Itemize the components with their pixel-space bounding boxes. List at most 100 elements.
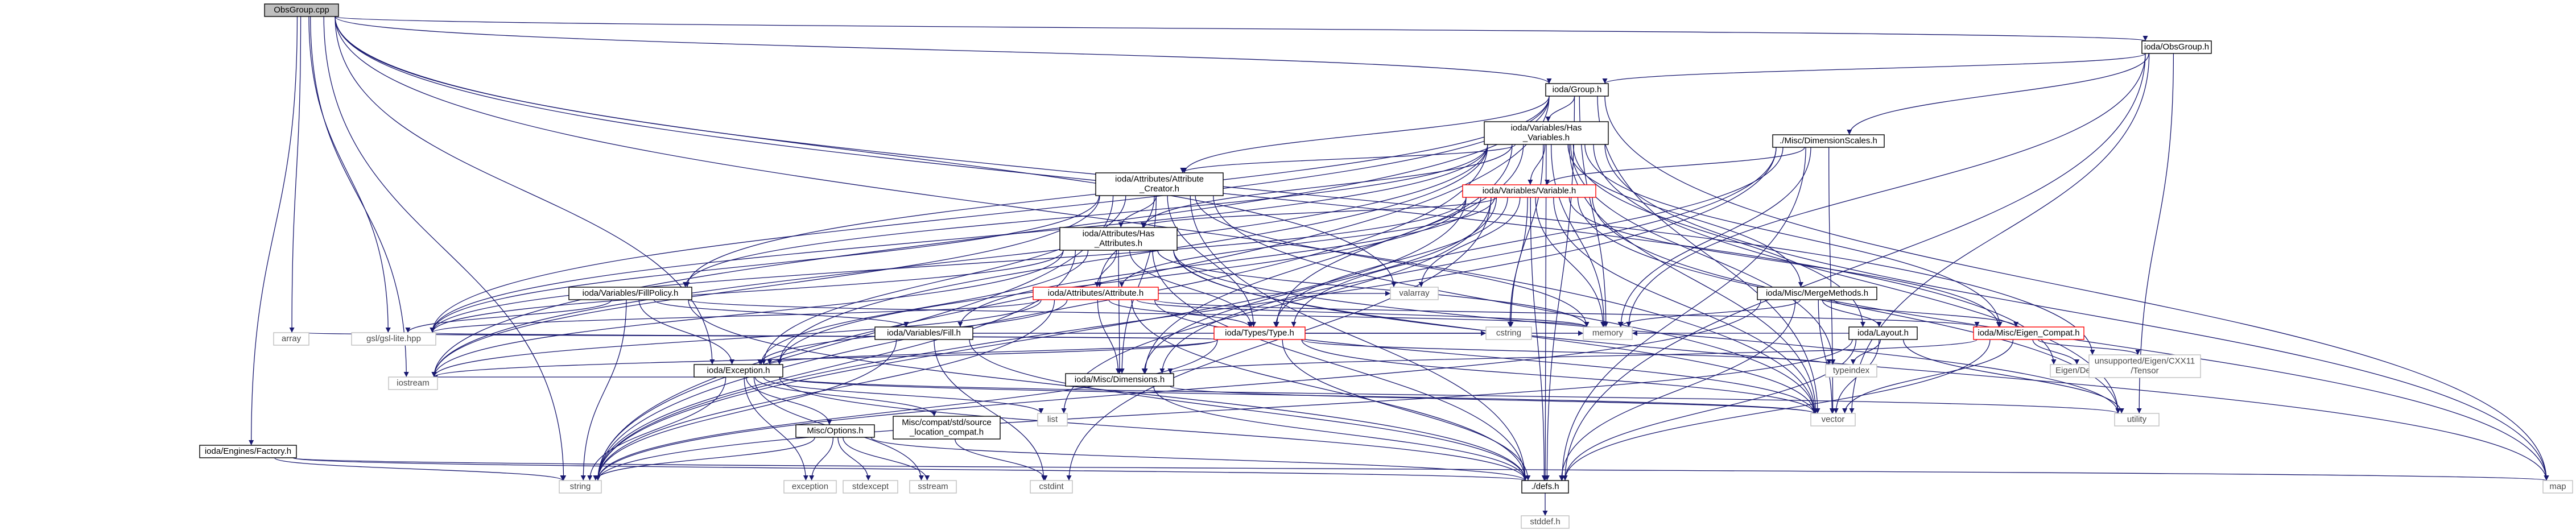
node-group_h[interactable]: ioda/Group.h [1545,83,1609,97]
node-exception[interactable]: ioda/Exception.h [693,364,783,378]
node-dimensions[interactable]: ioda/Misc/Dimensions.h [1065,373,1174,387]
node-box [1462,184,1596,198]
node-box [893,416,1001,440]
edge-options-to-stdexcept [837,437,871,481]
node-label: /Tensor [2131,366,2158,375]
node-factory[interactable]: ioda/Engines/Factory.h [199,445,297,458]
node-box [1484,121,1609,145]
node-fill[interactable]: ioda/Variables/Fill.h [874,326,973,340]
edge-attribute-to-gsl [430,299,1040,333]
node-label: list [1047,415,1058,424]
node-box [1772,134,1885,148]
node-box [909,480,957,494]
edge-variable-to-hasattrs [1141,197,1497,228]
edge-variable-to-defs [1530,197,1547,481]
edge-root-to-obsgroup_h [335,16,2148,42]
node-label: stdexcept [852,482,889,491]
edge-attrcreator-to-string [595,195,1114,481]
edge-exception-to-string [587,376,726,481]
edge-type-to-iostream [431,339,1218,378]
edge-hasattrs-to-utility [1173,250,2121,414]
edge-hasvars-to-attrcreator [1180,144,1516,173]
edge-root-to-string [323,16,567,481]
node-array: array [273,332,309,346]
node-vector: vector [1810,413,1856,427]
edge-hasattrs-to-exception [758,250,1089,365]
edge-dimensions-to-defs [1153,386,1528,481]
node-eigencompat[interactable]: ioda/Misc/Eigen_Compat.h [1973,326,2084,340]
edge-group_h-to-hasvars [1545,96,1575,122]
edge-type-to-defs [1282,339,1531,481]
edge-hasattrs-to-memory [1157,250,1590,328]
node-root[interactable]: ObsGroup.cpp [264,3,339,17]
edge-attribute-to-type [1108,299,1253,328]
node-variable[interactable]: ioda/Variables/Variable.h [1462,184,1596,198]
node-dimscales[interactable]: ./Misc/DimensionScales.h [1772,134,1885,148]
node-iostream: iostream [388,376,438,390]
node-label: ioda/Layout.h [1857,328,1909,338]
node-attrcreator[interactable]: ioda/Attributes/Attribute_Creator.h [1095,172,1224,196]
node-hasattrs[interactable]: ioda/Attributes/Has_Attributes.h [1059,227,1178,251]
edge-variable-to-attribute [1119,197,1495,288]
edge-variable-to-exception [777,197,1467,365]
edge-hasvars-to-fillpolicy [683,144,1488,288]
edge-type-to-typeindex [1301,339,1832,365]
node-box [1059,227,1178,251]
node-fillpolicy[interactable]: ioda/Variables/FillPolicy.h [568,287,692,300]
node-label: _location_compat.h [909,427,984,437]
node-layout[interactable]: ioda/Layout.h [1848,326,1918,340]
edge-eigencompat-to-dimensions [1167,339,1978,374]
node-label: gsl/gsl-lite.hpp [366,334,421,343]
edge-exception-to-exceptionstd [744,376,808,481]
node-typeindex: typeindex [1825,364,1877,378]
node-label: array [282,334,302,343]
node-obsgroup_h[interactable]: ioda/ObsGroup.h [2141,40,2212,54]
edge-type-to-gsl [431,332,1218,340]
edge-obsgroup_h-to-vector [1849,53,2150,414]
node-box [568,287,692,300]
node-label: ./Misc/DimensionScales.h [1780,136,1877,146]
edge-dimscales-to-dimensions [1159,147,1777,374]
edge-hasvars-to-cstring [1508,144,1544,328]
edge-variable-to-list [1061,197,1492,414]
edge-fillpolicy-to-string [580,299,627,481]
node-label: Misc/compat/std/source [902,417,992,427]
edge-variable-to-cstring [1507,197,1528,328]
edge-eigencompat-to-defs [1562,339,1991,481]
node-tensor: unsupported/Eigen/CXX11/Tensor [2088,354,2201,378]
node-attribute[interactable]: ioda/Attributes/Attribute.h [1033,287,1159,300]
edge-fill-to-cstdint [934,339,1047,481]
edge-attrcreator-to-iostream [431,195,1100,378]
edge-exception-to-utility [779,376,2120,414]
node-stdexcept: stdexcept [843,480,898,494]
edge-attribute-to-string [595,299,1055,481]
node-hasvars[interactable]: ioda/Variables/Has_Variables.h [1484,121,1609,145]
node-valarray: valarray [1390,287,1439,300]
edge-hasvars-to-eigencompat [1584,144,2003,328]
node-map: map [2542,480,2573,494]
edge-hasattrs-to-iostream [431,250,1064,378]
node-srcloc[interactable]: Misc/compat/std/source_location_compat.h [893,416,1001,440]
edge-obsgroup_h-to-defs [1562,53,2146,481]
edge-dimscales-to-defs [1559,147,1806,481]
edge-attribute-to-eigencompat [1154,299,1979,328]
edge-fill-to-string [595,339,897,481]
edge-variable-to-gsl [430,197,1467,333]
edge-type-to-vector [1301,339,1817,414]
node-label: unsupported/Eigen/CXX11 [2095,356,2195,366]
node-mergemethods[interactable]: ioda/Misc/MergeMethods.h [1757,287,1877,300]
node-utility: utility [2114,413,2160,427]
edge-options-to-sstream [843,437,930,481]
node-label: ioda/Engines/Factory.h [205,446,291,456]
edge-variable-to-valarray [1418,197,1521,288]
node-box [1033,287,1159,300]
node-label: ioda/Misc/Dimensions.h [1075,375,1165,384]
node-label: _Creator.h [1139,184,1179,193]
edge-hasvars-to-map [1604,144,2549,481]
edge-variable-to-vector [1553,197,1818,414]
node-label: typeindex [1833,366,1870,375]
node-defs[interactable]: ./defs.h [1521,480,1569,494]
node-type[interactable]: ioda/Types/Type.h [1213,326,1306,340]
node-options[interactable]: Misc/Options.h [795,424,875,438]
edge-root-to-iostream [310,16,409,378]
